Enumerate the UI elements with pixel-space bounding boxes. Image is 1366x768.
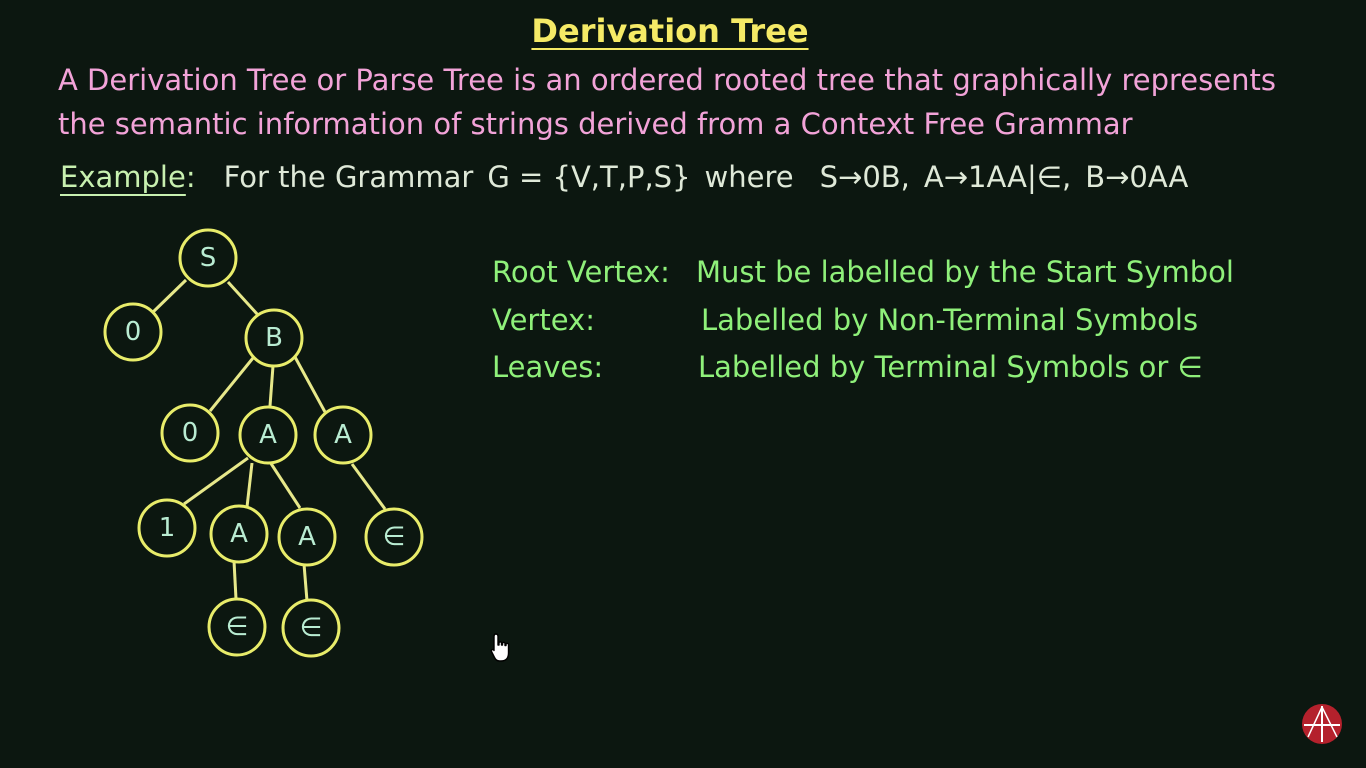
example-colon: : (185, 160, 196, 194)
production-rule-3: B→0AA (1085, 160, 1189, 194)
production-rule-1: S→0B, (819, 160, 910, 194)
tree-node-label: 0 (182, 418, 199, 448)
tree-node-0: 0 (103, 302, 163, 362)
tree-node-label: 0 (125, 317, 142, 347)
property-desc-root: Must be labelled by the Start Symbol (696, 255, 1234, 289)
page-title: Derivation Tree (531, 12, 809, 50)
definition-text: A Derivation Tree or Parse Tree is an or… (58, 58, 1328, 146)
tree-edge (302, 563, 309, 602)
tree-node-label: S (200, 243, 217, 273)
tree-edges (149, 278, 387, 602)
brand-logo-icon (1302, 704, 1342, 744)
property-desc-leaves: Labelled by Terminal Symbols or ∈ (698, 350, 1203, 384)
tree-node-label: ∈ (383, 522, 406, 552)
tree-node-0: 0 (160, 403, 220, 463)
property-term-vertex: Vertex: (492, 303, 595, 337)
tree-edge (232, 560, 238, 600)
tree-node-a: A (277, 507, 337, 567)
tree-node-label: A (259, 420, 277, 450)
property-term-root: Root Vertex: (492, 255, 670, 289)
hand-pointer-icon (490, 633, 510, 662)
tree-node-s: S (178, 228, 238, 288)
definition-line-2: the semantic information of strings deri… (58, 107, 1133, 141)
tree-node-epsilon: ∈ (207, 597, 267, 657)
tree-node-label: ∈ (300, 613, 323, 643)
tree-node-label: B (265, 323, 283, 353)
tree-node-1: 1 (137, 498, 197, 558)
derivation-tree-diagram: S 0 B 0 A A 1 A A ∈ ∈ ∈ (103, 228, 424, 658)
tree-edge (149, 278, 188, 316)
tree-node-epsilon: ∈ (281, 598, 341, 658)
tree-node-label: 1 (159, 513, 176, 543)
tree-node-a: A (313, 405, 373, 465)
production-rule-2: A→1AA|∈, (923, 160, 1072, 194)
property-term-leaves: Leaves: (492, 350, 604, 384)
tree-edge (268, 461, 302, 509)
tree-edge (268, 365, 275, 407)
tree-node-label: A (230, 519, 248, 549)
tree-edge (208, 357, 255, 412)
property-desc-vertex: Labelled by Non-Terminal Symbols (701, 303, 1199, 337)
tree-edge (245, 462, 254, 508)
tree-node-epsilon: ∈ (364, 507, 424, 567)
tree-node-a: A (238, 405, 298, 465)
definition-line-1: A Derivation Tree or Parse Tree is an or… (58, 63, 1276, 97)
page-title-wrap: Derivation Tree (0, 12, 1340, 50)
tree-edge (293, 356, 327, 413)
example-line: Example: For the Grammar G = {V,T,P,S} wher… (60, 160, 1188, 194)
tree-node-a: A (209, 504, 269, 564)
example-where: where (704, 160, 794, 194)
tree-edge (226, 280, 260, 317)
tree-node-label: A (298, 522, 316, 552)
example-label: Example (60, 160, 186, 194)
tree-edge (183, 456, 249, 506)
tree-node-label: ∈ (226, 612, 249, 642)
grammar-definition: G = {V,T,P,S} (487, 160, 691, 194)
tree-edge (350, 463, 387, 510)
tree-node-label: A (334, 420, 352, 450)
example-intro: For the Grammar (223, 160, 474, 194)
tree-node-b: B (244, 308, 304, 368)
